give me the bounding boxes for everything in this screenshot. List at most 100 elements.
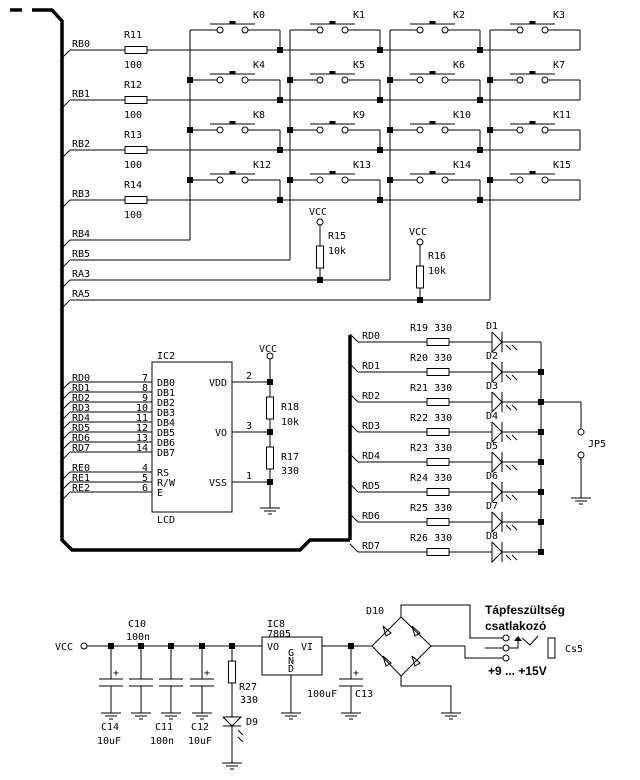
- diode-triangle: [491, 331, 503, 354]
- resistor-value: 330: [281, 466, 299, 477]
- chip-name: IC2: [157, 351, 175, 362]
- vcc-terminal: [266, 352, 274, 360]
- cap-name: C13: [355, 689, 373, 700]
- button-contact: [541, 76, 549, 84]
- button-contact: [441, 26, 449, 34]
- net-label-rb4: RB4: [72, 229, 90, 240]
- net-label-ra5: RA5: [72, 289, 90, 300]
- resistor-r15: [316, 245, 324, 269]
- pin-name: DB2: [157, 398, 175, 409]
- light-ray: [505, 344, 512, 351]
- bus-tap: [61, 381, 71, 391]
- diode-name: D9: [246, 717, 258, 728]
- light-ray: [511, 464, 518, 471]
- key-k14: K14: [410, 160, 471, 184]
- lcd-chip-body: [151, 361, 233, 513]
- pin-number: 10: [136, 403, 148, 414]
- cap-name: C10: [128, 619, 146, 630]
- pin-name: VO: [267, 642, 279, 653]
- resistor-value: 100: [124, 110, 142, 121]
- key-k4: K4: [210, 60, 265, 84]
- bus-tap: [61, 49, 71, 59]
- net-label-rb5: RB5: [72, 249, 90, 260]
- wire: [400, 676, 452, 705]
- button-cap: [229, 21, 236, 24]
- button-cap: [429, 71, 436, 74]
- junction-dot: [277, 147, 283, 153]
- junction-dot: [377, 147, 383, 153]
- diode-triangle: [491, 511, 503, 534]
- diode-triangle: [491, 391, 503, 414]
- vcc-terminal: [416, 238, 424, 246]
- junction-dot: [377, 97, 383, 103]
- resistor-r16: [416, 265, 424, 289]
- button-label: K6: [453, 60, 465, 71]
- light-ray: [511, 344, 518, 351]
- resistor-r22: [426, 428, 450, 436]
- net-label: RD1: [72, 383, 90, 394]
- pin-name: DB4: [157, 418, 175, 429]
- pin-name: VI: [301, 642, 313, 653]
- connector-spring: [509, 639, 519, 649]
- bus-tap: [349, 543, 359, 553]
- button-cap: [529, 121, 536, 124]
- net-label: RD5: [72, 423, 90, 434]
- light-ray: [505, 404, 512, 411]
- pin-name: DB5: [157, 428, 175, 439]
- net-label: RD0: [72, 373, 90, 384]
- resistor-name: R13: [124, 130, 142, 141]
- bus-tap: [349, 423, 359, 433]
- button-contact: [216, 126, 224, 134]
- pin-name: D: [288, 664, 294, 675]
- ground-icon: [131, 705, 151, 720]
- button-label: K2: [453, 10, 465, 21]
- pin-number: 2: [246, 371, 252, 382]
- resistor-r12: [124, 96, 148, 104]
- ground-icon: [441, 705, 461, 720]
- button-cap: [529, 21, 536, 24]
- pin-name: R/W: [157, 478, 176, 489]
- resistor-r20: [426, 368, 450, 376]
- connector-name: Cs5: [565, 644, 583, 655]
- polarity-mark: +: [113, 668, 119, 679]
- bus-tap: [61, 199, 71, 209]
- net-label: RD5: [362, 481, 380, 492]
- button-contact: [241, 76, 249, 84]
- key-k3: K3: [510, 10, 565, 34]
- button-label: K4: [253, 60, 265, 71]
- chip-name: IC8: [267, 619, 285, 630]
- diode-triangle: [382, 655, 392, 667]
- pin-name: DB0: [157, 378, 175, 389]
- pin-number: 4: [142, 463, 148, 474]
- bus-tap: [61, 451, 71, 461]
- button-contact: [516, 126, 524, 134]
- cap-value: 10uF: [97, 736, 121, 747]
- net-label: RE1: [72, 473, 90, 484]
- ground-icon: [341, 705, 361, 720]
- pin-name: VSS: [209, 478, 227, 489]
- wire: [400, 604, 503, 639]
- button-label: K13: [353, 160, 371, 171]
- resistor-label: R23 330: [410, 443, 452, 454]
- button-contact: [441, 126, 449, 134]
- resistor-r14: [124, 196, 148, 204]
- resistor-r13: [124, 146, 148, 154]
- bus-tap: [349, 363, 359, 373]
- chip-type: 7805: [267, 629, 291, 640]
- resistor-value: 100: [124, 160, 142, 171]
- button-contact: [216, 76, 224, 84]
- bus-tap: [61, 491, 71, 501]
- junction-dot: [477, 147, 483, 153]
- chip-type: LCD: [157, 515, 175, 526]
- button-label: K12: [253, 160, 271, 171]
- resistor-r23: [426, 458, 450, 466]
- cap-value: 100uF: [307, 689, 337, 700]
- net-label: RD0: [362, 331, 380, 342]
- pin-number: 6: [142, 483, 148, 494]
- button-cap: [229, 171, 236, 174]
- button-contact: [541, 176, 549, 184]
- net-label: RD1: [362, 361, 380, 372]
- key-k15: K15: [510, 160, 571, 184]
